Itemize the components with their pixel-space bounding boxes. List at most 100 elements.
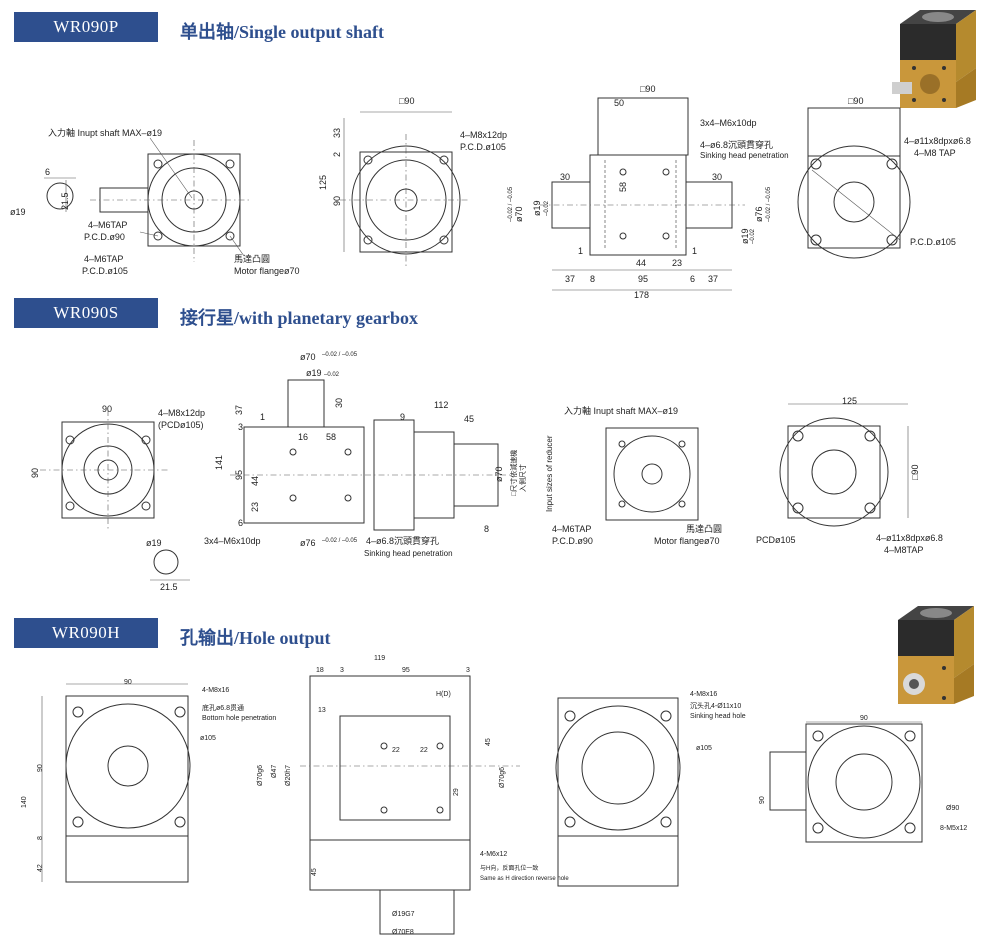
- s-label: Motor flangeø70: [654, 536, 720, 546]
- section-title-single-output: 单出轴/Single output shaft: [180, 22, 385, 42]
- p-side-view: [540, 97, 745, 291]
- h-dim: 3: [340, 667, 344, 674]
- p-dim: –0.02: [750, 228, 756, 244]
- h-dim: 90: [860, 715, 868, 722]
- h-dim: 45: [485, 738, 492, 746]
- p-label: P.C.D.ø105: [82, 266, 128, 276]
- h-dim: Ø20h7: [285, 765, 292, 786]
- s-dim: 44: [250, 476, 260, 486]
- s-dim: 58: [326, 432, 336, 442]
- h-label: 8-M5x12: [940, 825, 967, 832]
- p-dim: 23: [672, 258, 682, 268]
- p-dim: 37: [708, 274, 718, 284]
- h-dim: 95: [402, 667, 410, 674]
- s-label: PCDø105: [756, 535, 796, 545]
- h-dim: 13: [318, 707, 326, 714]
- s-label: 4–M8x12dp: [158, 408, 205, 418]
- p-dim: 37: [565, 274, 575, 284]
- h-dim: Ø70g6: [499, 767, 506, 788]
- p-dim: 30: [560, 172, 570, 182]
- p-label: Motor flangeø70: [234, 266, 300, 276]
- p-output-flange-view: [340, 111, 470, 268]
- h-dim: 90: [37, 764, 44, 772]
- h-section-view: [300, 675, 520, 935]
- p-dim: 125: [318, 175, 328, 190]
- s-input-flange-view: [605, 427, 699, 521]
- p-label: 3x4–M6x10dp: [700, 118, 757, 128]
- s-dim: 112: [434, 400, 448, 410]
- p-input-shaft-label: 入力軸 Inupt shaft MAX–ø19: [48, 127, 162, 138]
- s-label: 3x4–M6x10dp: [204, 536, 261, 546]
- h-top-flange-view: [769, 721, 923, 843]
- p-dim: 6: [45, 167, 50, 177]
- h-label: 与H向，反面孔位一致: [480, 864, 538, 872]
- p-dim: ø70: [514, 206, 524, 222]
- h-dim: 90: [759, 796, 766, 804]
- s-side-view: [230, 379, 510, 531]
- s-dim: 45: [464, 414, 474, 424]
- p-label: P.C.D.ø105: [460, 142, 506, 152]
- s-dim: ø70: [494, 466, 504, 482]
- p-label: 4–M6TAP: [88, 220, 127, 230]
- p-dim: □90: [399, 96, 414, 106]
- model-badge-wr090p: WR090P: [14, 12, 158, 42]
- s-dim: 9: [400, 412, 405, 422]
- p-dim: 2: [332, 152, 342, 157]
- s-dim: –0.02 / –0.05: [322, 352, 358, 358]
- h-dim: Ø47: [271, 765, 278, 778]
- h-label: Sinking head hole: [690, 713, 746, 720]
- p-label: P.C.D.ø105: [910, 237, 956, 247]
- h-dim: 18: [316, 667, 324, 674]
- h-label: 4-M6x12: [480, 851, 507, 858]
- s-dim: □90: [910, 465, 920, 480]
- s-dim: 8: [484, 524, 489, 534]
- h-label: Same as H direction reverse hole: [480, 876, 569, 882]
- s-dim: 16: [298, 432, 308, 442]
- h-dim: ø105: [200, 735, 216, 742]
- s-dim: 30: [334, 398, 344, 408]
- h-front-view: [41, 683, 191, 883]
- p-dim: 50: [614, 98, 624, 108]
- p-input-flange-view: [44, 140, 250, 262]
- h-dim: H(D): [436, 691, 451, 698]
- p-dim: 90: [332, 196, 342, 206]
- s-dim: 125: [842, 396, 857, 406]
- s-dim: ø70: [300, 352, 316, 362]
- h-label: 沉头孔4-Ø11x10: [690, 701, 741, 710]
- section-title-planetary: 接行星/with planetary gearbox: [180, 308, 418, 328]
- s-dim: ø76: [300, 538, 316, 548]
- p-dim: ø76: [754, 206, 764, 222]
- s-dim: ø19: [146, 538, 162, 548]
- s-dim: 21.5: [160, 582, 178, 592]
- s-dim: 23: [250, 502, 260, 512]
- s-dim: –0.02: [324, 372, 340, 378]
- s-label: Input sizes of reducer: [545, 435, 554, 512]
- s-label: 4–M8TAP: [884, 545, 923, 555]
- p-dim: □90: [848, 96, 863, 106]
- p-label: 4–ø11x8dpxø6.8: [904, 136, 971, 146]
- p-dim: 95: [638, 274, 648, 284]
- s-label: Sinking head penetration: [364, 549, 453, 558]
- h-label: 底孔ø6.8贯通: [202, 703, 244, 712]
- p-dim: ø19: [10, 207, 26, 217]
- s-label: 4–M6TAP: [552, 524, 591, 534]
- p-top-flange-view: [797, 107, 911, 259]
- p-dim: –0.02 / –0.05: [508, 186, 514, 222]
- h-dim: 45: [311, 868, 318, 876]
- s-output-flange-view: [779, 403, 909, 527]
- s-dim: 6: [238, 518, 243, 528]
- p-label: 4–M6TAP: [84, 254, 123, 264]
- h-dim: 22: [420, 747, 428, 754]
- p-label: 馬達凸圓: [234, 253, 270, 264]
- p-dim: ø19: [740, 228, 750, 244]
- s-dim: 1: [260, 412, 265, 422]
- p-dim: 44: [636, 258, 646, 268]
- s-label: (PCDø105): [158, 420, 204, 430]
- gearbox-photo-hole-output: [898, 606, 974, 704]
- model-badge-wr090s: WR090S: [14, 298, 158, 328]
- p-dim: 8: [590, 274, 595, 284]
- s-dim: ø19: [306, 368, 322, 378]
- h-dim: Ø90: [946, 805, 959, 812]
- s-dim: 141: [214, 455, 224, 470]
- p-label: 4–ø6.8沉頭貫穿孔: [700, 139, 773, 150]
